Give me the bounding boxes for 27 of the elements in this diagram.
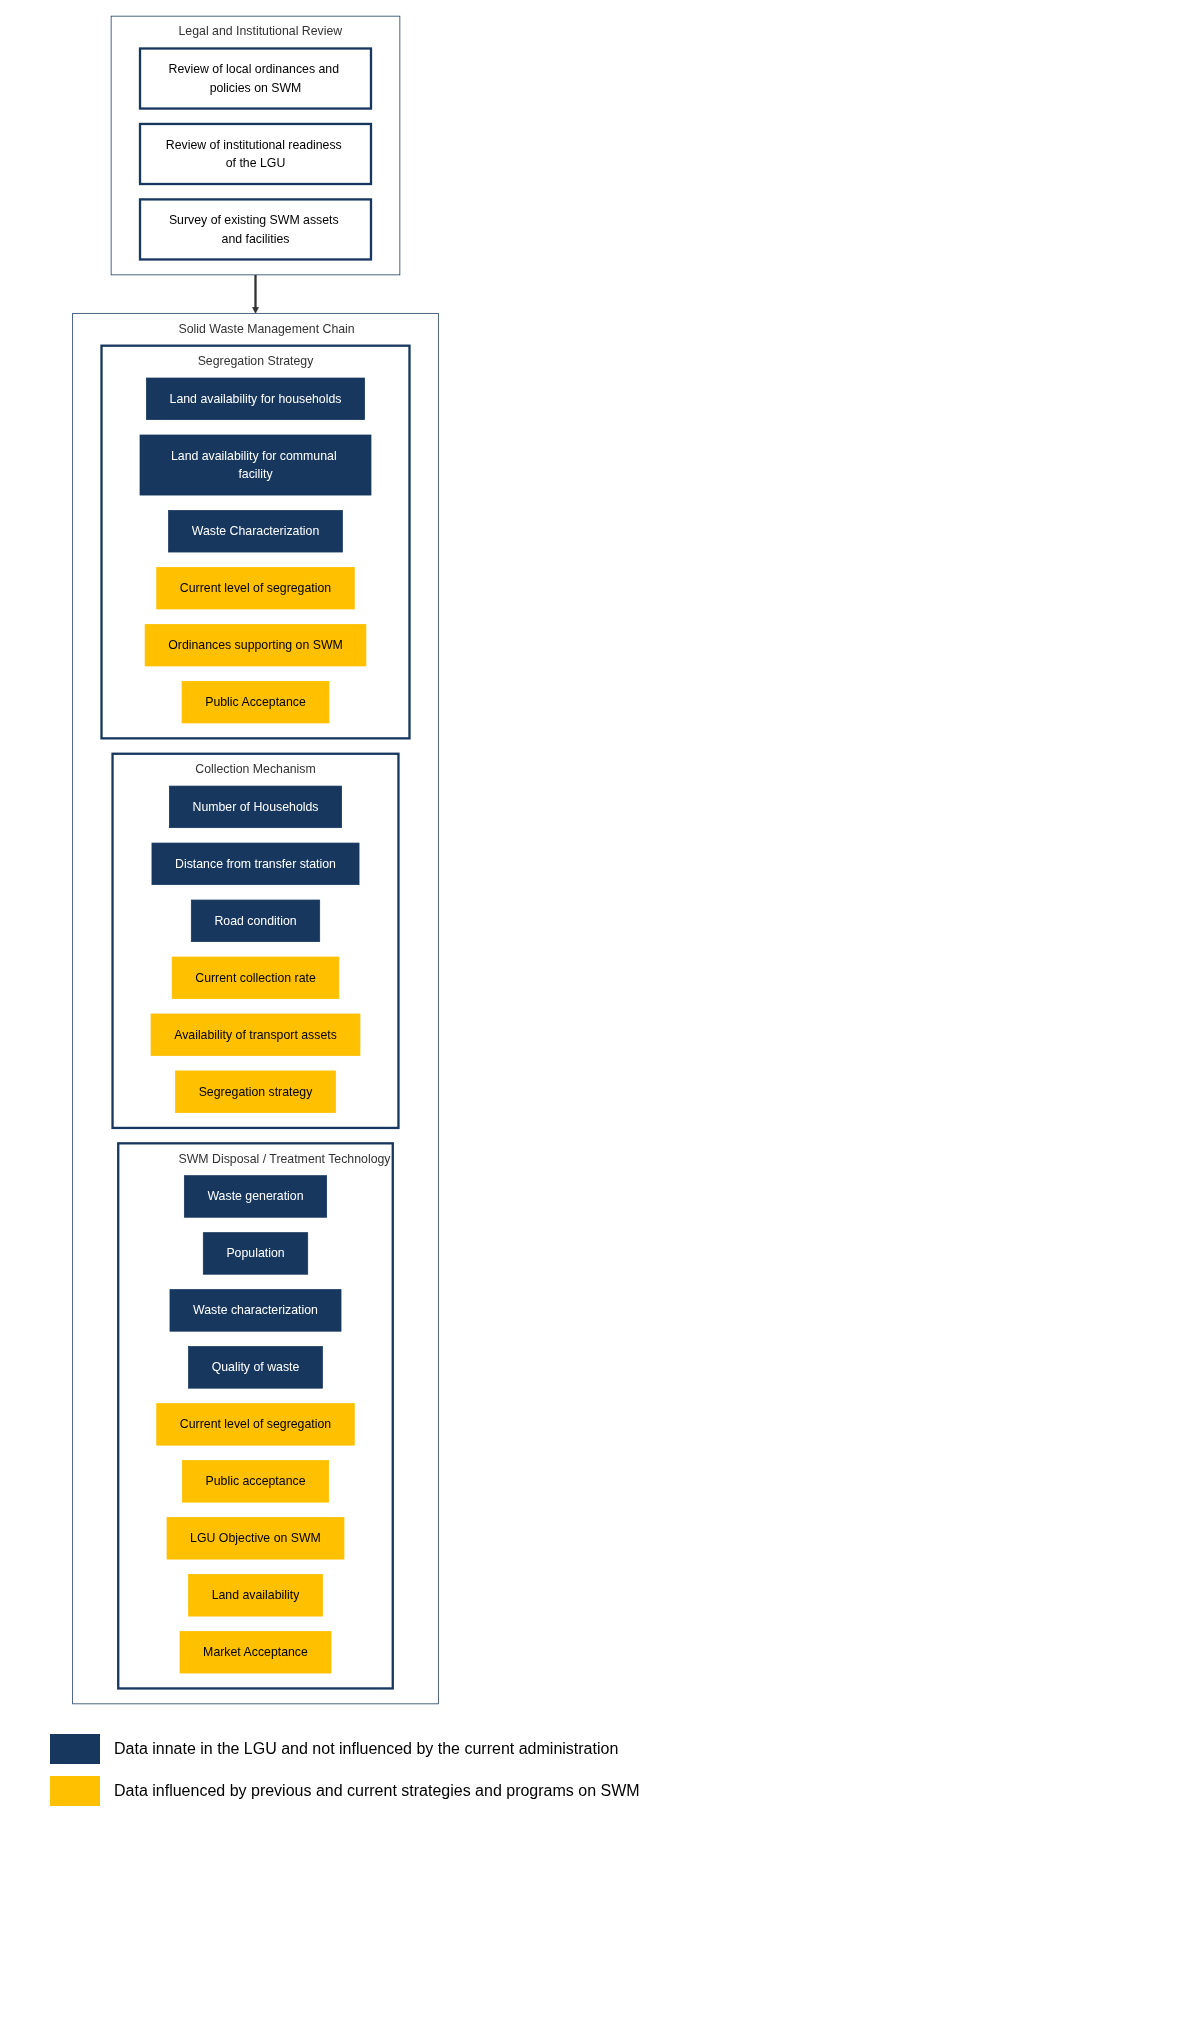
node-box: Current level of segregation [156,1403,355,1446]
node-box: Current level of segregation [156,567,355,610]
node-box: Waste generation [183,1175,328,1218]
node-box: Segregation strategy [175,1070,336,1113]
node-box: Current collection rate [171,956,340,999]
node-box: Land availability [188,1574,323,1617]
node-box: Review of local ordinances and policies on SWM [138,47,373,110]
arrow [252,274,259,314]
node-box: Public Acceptance [181,681,330,724]
legend-text: Data innate in the LGU and not influenced by the current administration [114,1740,619,1758]
node-box: Market Acceptance [179,1631,332,1674]
node-box: Public acceptance [182,1460,329,1503]
legend-text: Data influenced by previous and current strategies and programs on SWM [114,1782,640,1800]
node-box: Distance from transfer station [151,842,360,886]
node-box: LGU Objective on SWM [166,1517,345,1560]
node-box: Population [202,1232,309,1275]
node-box: Quality of waste [188,1346,323,1389]
node-box: Land availability for communal facility [139,434,372,496]
node-box: Land availability for households [146,377,365,420]
node-box: Survey of existing SWM assets and facilities [138,198,373,261]
node-box: Waste Characterization [168,510,343,553]
node-box: Review of institutional readiness of the LGU [138,122,373,186]
node-box: Road condition [190,899,321,942]
node-box: Waste characterization [169,1289,342,1332]
node-box: Ordinances supporting on SWM [144,624,367,667]
node-box: Number of Households [169,785,342,829]
node-box: Availability of transport assets [150,1013,361,1056]
